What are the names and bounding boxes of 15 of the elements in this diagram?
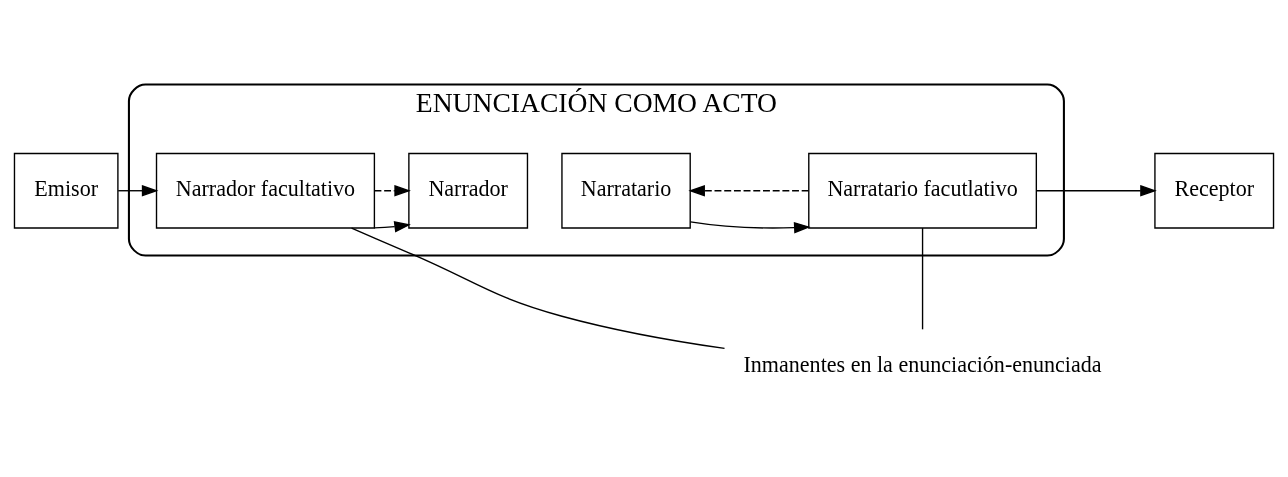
node-box: Narrador — [408, 152, 529, 229]
node-box: Narrador facultativo — [155, 152, 376, 229]
node-box: Narratario — [561, 152, 691, 229]
arrow — [689, 220, 811, 233]
node-text: Inmanentes en la enunciación-enunciada — [743, 351, 1102, 377]
arrow — [1035, 184, 1157, 197]
node-box: Emisor — [13, 152, 119, 229]
arrow — [117, 184, 159, 197]
node-box: Receptor — [1154, 152, 1275, 229]
arrow — [373, 184, 411, 197]
arrow — [688, 184, 810, 197]
connector — [350, 226, 726, 349]
node-box: Narratario facutlativo — [808, 152, 1037, 229]
connector — [921, 226, 924, 330]
arrow — [373, 220, 411, 232]
